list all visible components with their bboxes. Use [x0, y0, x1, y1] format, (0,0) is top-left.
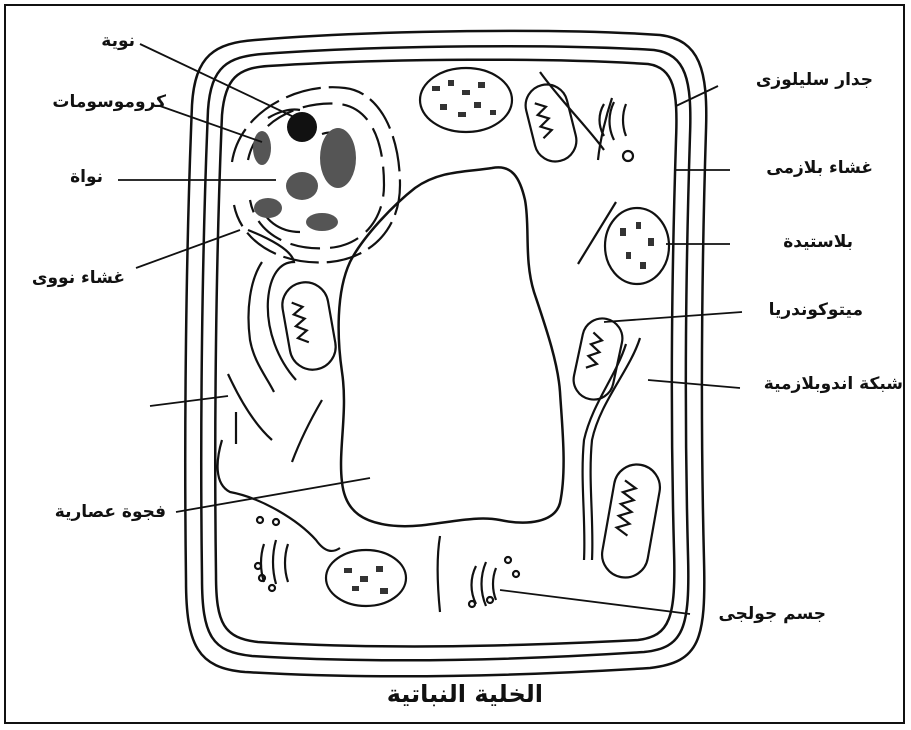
cell-wall-inner — [201, 46, 690, 660]
label-golgi-body: جسم جولجى — [718, 604, 826, 624]
label-cellulose-wall: جدار سليلوزى — [756, 70, 873, 90]
label-nuclear-membrane: غشاء نووى — [32, 268, 125, 288]
label-vacuole: فجوة عصارية — [55, 502, 166, 522]
label-endoplasmic-reticulum: شبكة اندوبلازمية — [764, 374, 903, 394]
label-chromosomes: كروموسومات — [52, 92, 166, 112]
diagram-title: الخلية النباتية — [387, 680, 543, 708]
nuclear-membrane — [232, 87, 400, 262]
vacuole-outline — [339, 167, 564, 526]
label-mitochondria: ميتوكوندريا — [769, 300, 863, 320]
nucleus-group — [232, 87, 400, 262]
label-nucleus: نواة — [70, 167, 103, 187]
label-nucleolus: نوية — [101, 31, 135, 51]
label-plastid: بلاستيدة — [783, 232, 853, 252]
label-plasma-membrane: غشاء بلازمى — [766, 158, 873, 178]
leader-lines — [118, 44, 742, 614]
golgi-stack-top — [600, 102, 627, 140]
plastids — [326, 68, 669, 606]
